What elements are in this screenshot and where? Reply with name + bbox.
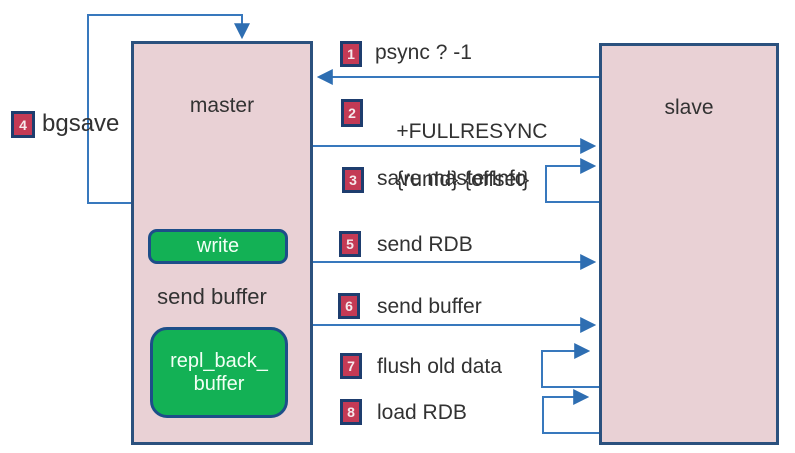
step-8-label: load RDB — [377, 401, 467, 424]
write-box: write — [148, 229, 288, 264]
step-5-label: send RDB — [377, 233, 473, 256]
step-2-label-line2: {runId} {offset} — [396, 168, 530, 191]
slave-node: slave — [599, 43, 779, 445]
step-3-label: save masterInfo — [377, 167, 527, 190]
load-rdb-loop-arrow — [542, 389, 599, 434]
write-box-label: write — [196, 235, 240, 257]
step-6-label: send buffer — [377, 295, 482, 318]
step-2-badge: 2 — [341, 99, 363, 127]
step-7-badge: 7 — [340, 353, 362, 379]
step-2-label: +FULLRESYNC {runId} {offset} — [373, 96, 547, 216]
repl-back-buffer-box-label: repl_back_ buffer — [170, 350, 268, 396]
step-7-label: flush old data — [377, 355, 502, 378]
step-1-badge: 1 — [340, 41, 362, 67]
repl-back-buffer-line1: repl_back_ — [170, 349, 268, 372]
flush-old-data-loop-arrow — [541, 343, 599, 388]
slave-node-label: slave — [664, 96, 714, 119]
step-8-badge: 8 — [340, 399, 362, 425]
step-4-label: bgsave — [42, 110, 120, 137]
send-buffer-edge-label: send buffer — [157, 284, 267, 309]
step-1-label: psync ? -1 — [375, 41, 472, 64]
step-4-badge: 4 — [11, 111, 35, 138]
step-3-badge: 3 — [342, 167, 364, 193]
repl-back-buffer-box: repl_back_ buffer — [150, 327, 288, 418]
step-6-badge: 6 — [338, 293, 360, 319]
master-node-label: master — [189, 94, 255, 117]
step-5-badge: 5 — [339, 231, 361, 257]
save-masterinfo-loop-arrow — [545, 158, 599, 203]
repl-back-buffer-line2: buffer — [193, 372, 245, 395]
step-2-label-line1: +FULLRESYNC — [396, 120, 548, 143]
